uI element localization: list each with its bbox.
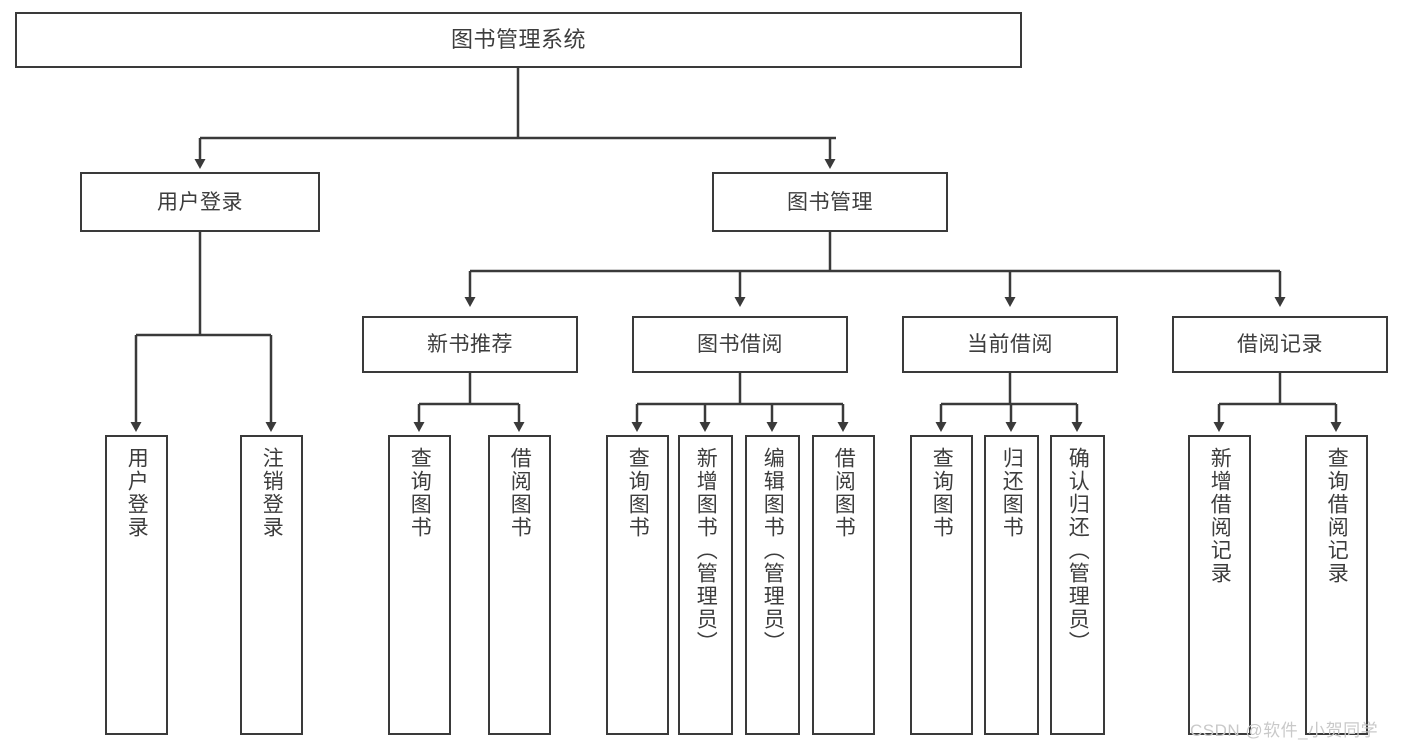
node-leaf-confirm-return-label: 确认归还（管理员） (1066, 447, 1090, 654)
node-leaf-query-book-3-label: 查询图书 (930, 447, 954, 539)
node-leaf-edit-book[interactable]: 编辑图书（管理员） (745, 435, 800, 735)
node-leaf-user-login[interactable]: 用户登录 (105, 435, 168, 735)
node-new-book-rec-label: 新书推荐 (427, 333, 513, 356)
node-leaf-confirm-return[interactable]: 确认归还（管理员） (1050, 435, 1105, 735)
node-book-borrow-label: 图书借阅 (697, 333, 783, 356)
node-leaf-borrow-book-2-label: 借阅图书 (832, 447, 856, 539)
node-new-book-rec[interactable]: 新书推荐 (362, 316, 578, 373)
node-user-login[interactable]: 用户登录 (80, 172, 320, 232)
node-leaf-borrow-book-2[interactable]: 借阅图书 (812, 435, 875, 735)
node-leaf-query-book-1[interactable]: 查询图书 (388, 435, 451, 735)
csdn-watermark: CSDN @软件_小贺同学 (1190, 721, 1379, 740)
node-leaf-user-login-label: 用户登录 (125, 447, 149, 539)
node-leaf-query-record[interactable]: 查询借阅记录 (1305, 435, 1368, 735)
node-leaf-logout[interactable]: 注销登录 (240, 435, 303, 735)
node-root-label: 图书管理系统 (450, 27, 586, 52)
node-leaf-query-record-label: 查询借阅记录 (1325, 447, 1349, 585)
node-current-borrow-label: 当前借阅 (967, 333, 1053, 356)
node-book-manage[interactable]: 图书管理 (712, 172, 948, 232)
node-leaf-borrow-book-1[interactable]: 借阅图书 (488, 435, 551, 735)
node-leaf-add-record[interactable]: 新增借阅记录 (1188, 435, 1251, 735)
node-root[interactable]: 图书管理系统 (15, 12, 1022, 68)
node-leaf-return-book[interactable]: 归还图书 (984, 435, 1039, 735)
node-leaf-query-book-2[interactable]: 查询图书 (606, 435, 669, 735)
node-leaf-add-book-label: 新增图书（管理员） (694, 447, 718, 654)
node-user-login-label: 用户登录 (157, 190, 243, 214)
node-leaf-logout-label: 注销登录 (260, 447, 284, 539)
node-borrow-record-label: 借阅记录 (1237, 333, 1323, 356)
node-leaf-return-book-label: 归还图书 (1000, 447, 1024, 539)
node-leaf-query-book-1-label: 查询图书 (408, 447, 432, 539)
node-leaf-borrow-book-1-label: 借阅图书 (508, 447, 532, 539)
node-leaf-query-book-3[interactable]: 查询图书 (910, 435, 973, 735)
node-leaf-edit-book-label: 编辑图书（管理员） (761, 447, 785, 654)
node-book-borrow[interactable]: 图书借阅 (632, 316, 848, 373)
node-book-manage-label: 图书管理 (787, 190, 873, 214)
node-leaf-query-book-2-label: 查询图书 (626, 447, 650, 539)
node-leaf-add-book[interactable]: 新增图书（管理员） (678, 435, 733, 735)
node-borrow-record[interactable]: 借阅记录 (1172, 316, 1388, 373)
node-current-borrow[interactable]: 当前借阅 (902, 316, 1118, 373)
node-leaf-add-record-label: 新增借阅记录 (1208, 447, 1232, 585)
